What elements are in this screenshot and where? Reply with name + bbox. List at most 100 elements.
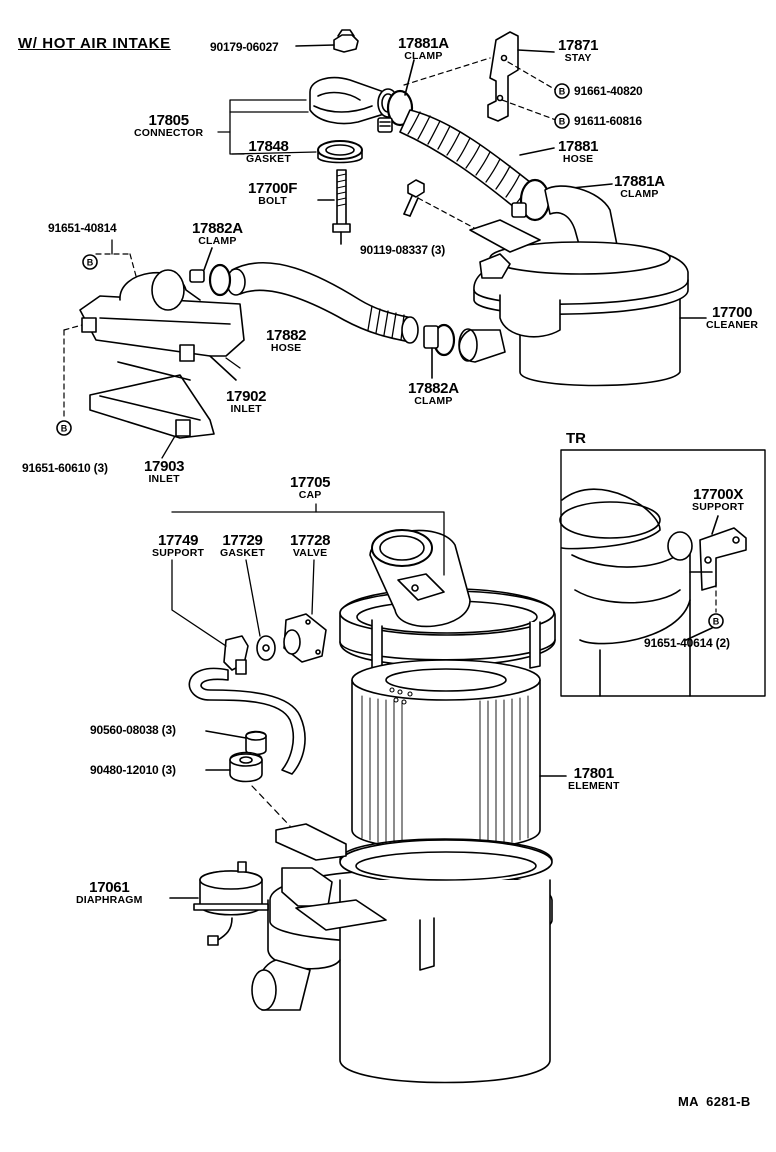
bolt-b-91651-40614 — [708, 613, 724, 629]
cleaner-case — [251, 823, 553, 1084]
clamp-17881a-top — [377, 59, 415, 133]
part-number: 17848 — [248, 138, 289, 155]
nut-90179-06027 — [295, 29, 359, 53]
callout-17700f: 17700F BOLT — [248, 181, 297, 207]
part-name: GASKET — [246, 153, 291, 165]
callout-17749: 17749 SUPPORT — [152, 533, 204, 559]
part-number: 17882 — [266, 327, 307, 344]
bolt-b-91661-40820 — [554, 83, 570, 99]
part-number: 17801 — [573, 765, 615, 782]
callout-17805: 17805 CONNECTOR — [134, 113, 203, 139]
clamp-17882a-left — [189, 247, 232, 297]
hardware-90179-06027: 90179-06027 — [210, 40, 279, 54]
hardware-90480-12010: 90480-12010 (3) — [90, 763, 176, 777]
air-cleaner-17700 — [458, 219, 707, 387]
part-number: 17061 — [89, 879, 130, 896]
part-number: 17700 — [711, 304, 753, 321]
gasket-17729 — [256, 635, 276, 661]
inlet-17902 — [79, 269, 245, 381]
callout-17729: 17729 GASKET — [220, 533, 265, 559]
part-number: 17902 — [226, 388, 267, 405]
stay-17871 — [487, 31, 555, 122]
bolt-b-91651-40814 — [82, 254, 98, 270]
callout-17881a-right: 17881A CLAMP — [614, 174, 665, 200]
callout-17700: 17700 CLEANER — [706, 305, 758, 331]
hardware-91651-40814: 91651-40814 — [48, 221, 117, 235]
callout-17882a-left: 17882A CLAMP — [192, 221, 243, 247]
inlet-17903 — [89, 361, 215, 439]
part-number: 17805 — [148, 112, 190, 129]
part-name: CAP — [298, 489, 322, 501]
diagram-title: W/ HOT AIR INTAKE — [18, 35, 171, 52]
part-number: 17700F — [248, 180, 298, 197]
connector-17805 — [309, 76, 399, 125]
bolt-leaders-inlet — [63, 253, 137, 421]
bolt-marker-letter: B — [713, 617, 720, 627]
part-name: CONNECTOR — [134, 127, 204, 139]
hardware-91651-40614: 91651-40614 (2) — [644, 636, 730, 650]
callout-17700x: 17700X SUPPORT — [692, 487, 744, 513]
callout-17881: 17881 HOSE — [558, 139, 599, 165]
part-name: CLAMP — [620, 188, 659, 200]
gasket-17848 — [317, 140, 363, 164]
hardware-91661-40820: 91661-40820 — [574, 84, 643, 98]
part-name: DIAPHRAGM — [76, 894, 143, 906]
hardware-90119-08337: 90119-08337 (3) — [360, 243, 446, 257]
part-name: CLAMP — [198, 235, 237, 247]
part-name: INLET — [148, 473, 180, 485]
bolt-b-91611-60816 — [554, 113, 570, 129]
part-number: 17705 — [290, 474, 331, 491]
part-number: 17700X — [693, 486, 744, 503]
hardware-91611-60816: 91611-60816 — [574, 114, 642, 128]
part-name: SUPPORT — [692, 501, 745, 513]
bolt-marker-letter: B — [559, 87, 566, 97]
callout-17848: 17848 GASKET — [246, 139, 291, 165]
part-number: 17871 — [558, 37, 599, 54]
part-90560-08038 — [205, 730, 267, 756]
part-number: 17903 — [144, 458, 185, 475]
part-name: VALVE — [292, 547, 328, 559]
callout-17061: 17061 DIAPHRAGM — [76, 880, 143, 906]
part-number: 17728 — [290, 532, 331, 549]
bolt-marker-letter: B — [87, 258, 94, 268]
hose-17882 — [226, 261, 419, 344]
inset-tr-box — [559, 449, 766, 697]
vacuum-tube — [188, 667, 306, 775]
inset-label: TR — [566, 430, 586, 447]
bolt-90119-08337 — [403, 179, 479, 231]
part-name: INLET — [230, 403, 262, 415]
part-number: 17881A — [614, 173, 665, 190]
callout-17882: 17882 HOSE — [266, 327, 307, 354]
part-name: ELEMENT — [568, 780, 620, 792]
callout-17902: 17902 INLET — [226, 388, 267, 415]
part-number: 17749 — [157, 532, 199, 549]
part-number: 17881A — [398, 35, 449, 52]
callout-17728: 17728 VALVE — [290, 532, 331, 559]
bolt-leaders-top — [403, 57, 557, 121]
valve-17728 — [283, 613, 327, 663]
part-name: HOSE — [562, 153, 594, 165]
leader-lines-valve — [171, 503, 445, 647]
part-name: CLAMP — [404, 50, 443, 62]
part-number: 17882A — [408, 380, 459, 397]
callout-17881a-top: 17881A CLAMP — [398, 36, 449, 62]
part-name: SUPPORT — [152, 547, 205, 559]
cap-17705 — [339, 529, 556, 673]
part-name: GASKET — [220, 547, 265, 559]
part-number: 17882A — [192, 220, 243, 237]
element-17801 — [351, 659, 567, 851]
hardware-91651-60610: 91651-60610 (3) — [22, 461, 108, 475]
figure-reference: MA 6281-B — [678, 1094, 751, 1109]
part-name: BOLT — [258, 195, 287, 207]
part-90480-12010 — [205, 751, 291, 827]
callout-17871: 17871 STAY — [558, 37, 599, 64]
part-name: STAY — [564, 52, 592, 64]
clamp-17882a-bottom — [423, 323, 456, 379]
callout-17903: 17903 INLET — [144, 458, 185, 485]
callout-17801: 17801 ELEMENT — [568, 766, 620, 792]
leader-lines-top — [111, 99, 317, 459]
bolt-marker-letter: B — [559, 117, 566, 127]
bolt-17700f — [317, 169, 351, 245]
